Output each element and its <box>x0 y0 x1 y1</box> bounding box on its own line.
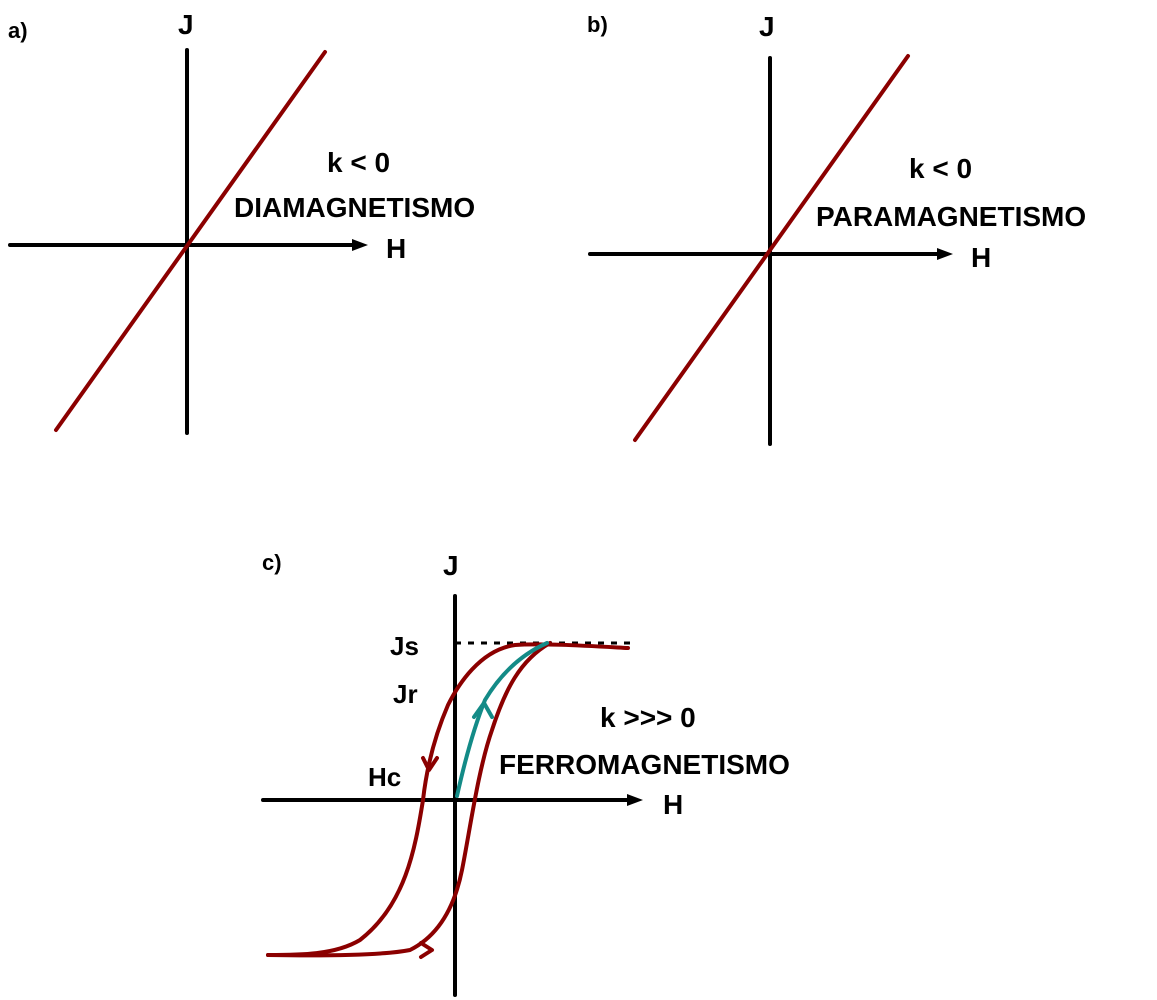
panel-b-x-axis-label: H <box>971 242 991 273</box>
virgin-magnetization-curve <box>455 641 549 798</box>
hysteresis-right-arrow <box>419 941 434 959</box>
hysteresis-down-arrow <box>421 756 439 772</box>
coercivity-label: Hc <box>368 762 401 792</box>
panel-b-response-line <box>633 54 910 442</box>
panel-c-x-axis-label: H <box>663 789 683 820</box>
panel-b-condition: k < 0 <box>909 153 972 184</box>
hysteresis-lower-branch <box>266 641 552 958</box>
panel-b-label: b) <box>587 12 608 37</box>
panel-b-name: PARAMAGNETISMO <box>816 201 1086 232</box>
panel-a-x-axis-arrow <box>352 239 368 251</box>
saturation-label: Js <box>390 631 419 661</box>
panel-a-x-axis-label: H <box>386 233 406 264</box>
panel-c: c) J H Js Jr Hc k >>> 0 FERROMAGNETISMO <box>261 550 790 997</box>
panel-c-name: FERROMAGNETISMO <box>499 749 790 780</box>
remanence-label: Jr <box>393 679 418 709</box>
hysteresis-upper-branch <box>266 642 630 957</box>
panel-b-x-axis-arrow <box>937 248 953 260</box>
panel-a-response-line <box>54 50 327 432</box>
panel-b-y-axis-label: J <box>759 11 775 42</box>
panel-a-label: a) <box>8 18 28 43</box>
panel-a-name: DIAMAGNETISMO <box>234 192 475 223</box>
virgin-curve-arrow <box>472 699 494 719</box>
panel-a-condition: k < 0 <box>327 147 390 178</box>
panel-b: b) J H k < 0 PARAMAGNETISMO <box>587 11 1086 446</box>
panel-a: a) J H k < 0 DIAMAGNETISMO <box>8 9 475 435</box>
panel-a-y-axis-label: J <box>178 9 194 40</box>
panel-c-condition: k >>> 0 <box>600 702 696 733</box>
panel-c-y-axis-label: J <box>443 550 459 581</box>
panel-c-label: c) <box>262 550 282 575</box>
panel-c-x-axis-arrow <box>627 794 643 806</box>
